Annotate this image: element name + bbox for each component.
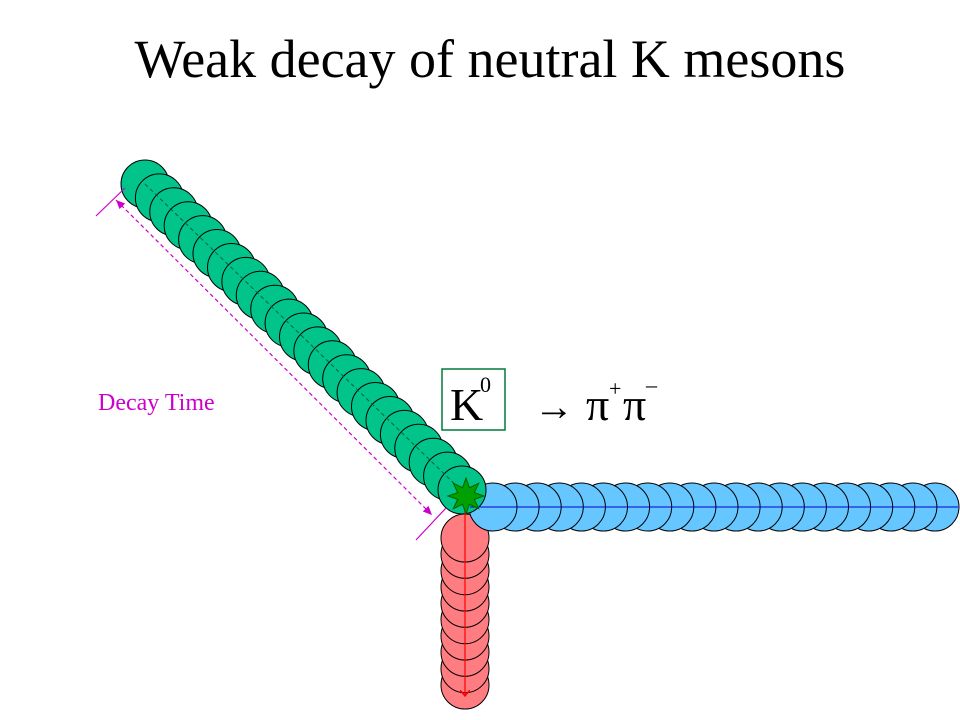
pi-plus-superscript: +: [609, 376, 621, 401]
kaon-symbol: K: [450, 379, 483, 430]
pi-minus-superscript: –: [645, 372, 658, 397]
decay-time-arrow: [115, 199, 433, 516]
reaction-arrow: →: [534, 384, 574, 429]
pi-minus-symbol: π: [623, 379, 646, 430]
pi-plus-symbol: π: [586, 379, 609, 430]
decay-vertex-icon: [446, 476, 486, 516]
page-title: Weak decay of neutral K mesons: [134, 29, 846, 89]
kaon-superscript: 0: [480, 372, 491, 397]
decay-time-label: Decay Time: [98, 390, 215, 416]
kaon-symbol-box: [441, 368, 506, 431]
decay-time-tick-end: [415, 507, 447, 541]
decay-time-tick-start: [95, 187, 126, 217]
reaction-equation: K 0 → π + π –: [441, 368, 658, 431]
